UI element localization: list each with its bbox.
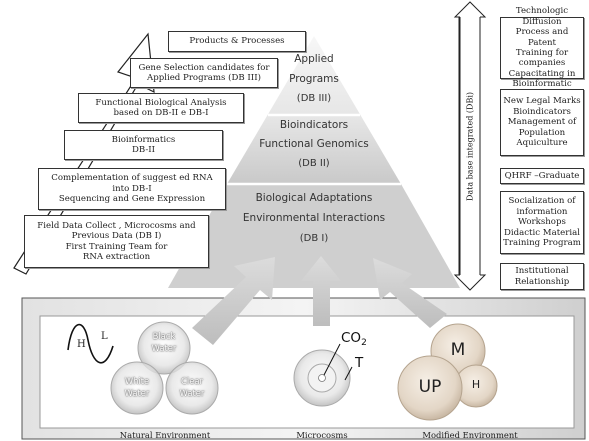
database-integrated-label: Data base integrated (DBi): [465, 91, 475, 201]
knowledge-pyramid: [168, 36, 460, 288]
t-label: T: [355, 355, 364, 371]
wave-label-l: L: [101, 331, 108, 342]
clear-water-circle: [165, 361, 219, 415]
water-circles: [110, 321, 219, 415]
co2-label: CO2: [341, 330, 367, 348]
h-label: H: [471, 378, 481, 391]
pyramid-top-line3: (DB III): [296, 93, 332, 104]
pyramid-middle-line3: (DB II): [298, 158, 330, 169]
step-rna-complementation: Complementation of suggest ed RNA into D…: [38, 168, 226, 210]
pyramid-bottom-line3: (DB I): [299, 233, 329, 244]
m-label: M: [450, 340, 466, 360]
white-water-circle: [110, 361, 164, 415]
wave-label-h: H: [77, 339, 86, 350]
white-water-label: White Water: [124, 376, 150, 398]
step-gene-selection: Gene Selection candidates for Applied Pr…: [130, 58, 278, 88]
microcosm-circle: [293, 343, 353, 407]
black-water-circle: [137, 321, 191, 375]
co2-main: CO: [341, 330, 362, 346]
up-label: UP: [418, 377, 442, 397]
pyramid-top-line2: Programs: [289, 73, 339, 85]
box-technologic-diffusion: Technologic Diffusion Process and Patent…: [500, 6, 584, 89]
step-functional-analysis: Functional Biological Analysis based on …: [78, 93, 244, 123]
pyramid-bottom-line1: Biological Adaptations: [255, 192, 373, 204]
box-qhrf-graduate: QHRF –Graduate: [500, 168, 584, 184]
clear-water-label: Clear Water: [179, 376, 205, 398]
arrow-natural-to-pyramid: [192, 257, 275, 345]
pyramid-top-line1: Applied: [294, 53, 334, 65]
box-institutional-relationship: Institutional Relationship: [500, 263, 584, 290]
step-products-processes: Products & Processes: [168, 31, 306, 52]
pyramid-middle-line2: Functional Genomics: [259, 138, 369, 150]
modified-environment-label: Modified Environment: [422, 430, 518, 440]
black-water-label: Black Water: [151, 331, 177, 353]
co2-subscript: 2: [361, 338, 367, 348]
wave-icon: [67, 323, 114, 364]
box-new-legal-marks: New Legal Marks Bioindicators Management…: [500, 89, 584, 156]
natural-environment-label: Natural Environment: [119, 430, 211, 440]
step-field-data: Field Data Collect , Microcosms and Prev…: [24, 215, 209, 268]
pyramid-middle-line1: Bioindicators: [279, 119, 349, 131]
up-circle: [397, 355, 463, 421]
microcosms-label: Microcosms: [296, 430, 348, 440]
pyramid-bottom-line2: Environmental Interactions: [242, 212, 386, 224]
arrow-modified-to-pyramid: [373, 258, 447, 328]
box-socialization: Socialization of information Workshops D…: [500, 191, 584, 254]
modified-circles: [397, 323, 498, 421]
step-bioinformatics: Bioinformatics DB-II: [64, 130, 223, 160]
database-double-arrow: [453, 1, 487, 291]
arrow-microcosm-to-pyramid: [301, 256, 341, 326]
